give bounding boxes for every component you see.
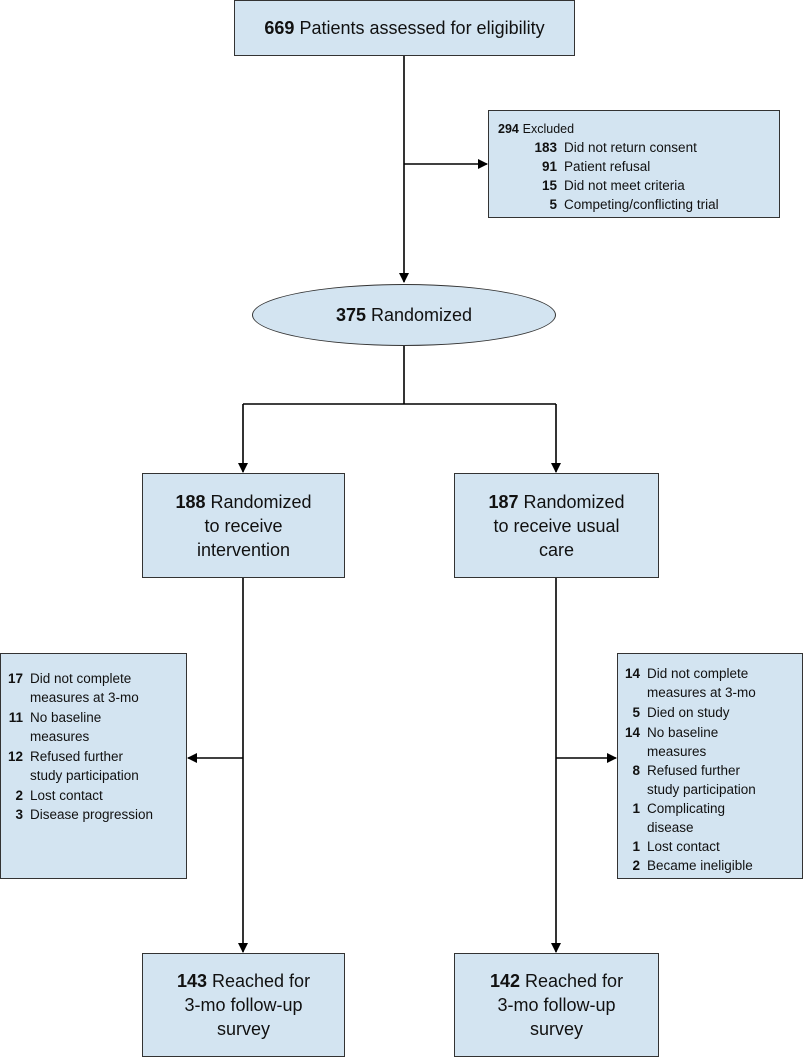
intervention-line2: to receive bbox=[204, 515, 283, 536]
intervention-losses-box: 17 Did not complete measures at 3-mo 11 … bbox=[0, 653, 187, 879]
loss-line1: Became ineligible bbox=[647, 858, 753, 873]
excluded-label: Excluded bbox=[522, 122, 575, 136]
loss-item: 12 Refused further study participation bbox=[1, 747, 186, 785]
loss-item: 1 Complicating disease bbox=[618, 799, 802, 837]
loss-count: 3 bbox=[15, 807, 23, 822]
usual-care-followup-count: 142 bbox=[489, 971, 520, 991]
loss-line1: Refused further bbox=[30, 749, 124, 764]
usual-care-line2: to receive usual bbox=[493, 515, 620, 536]
intervention-line1: Randomized bbox=[210, 491, 312, 512]
loss-count: 17 bbox=[7, 671, 23, 686]
intervention-followup-count: 143 bbox=[176, 971, 207, 991]
loss-item: 1 Lost contact bbox=[618, 837, 802, 856]
usual-care-followup-box: 142 Reached for 3-mo follow-up survey bbox=[454, 953, 659, 1057]
usual-care-losses-box: 14 Did not complete measures at 3-mo 5 D… bbox=[617, 653, 803, 879]
excluded-item-count: 91 bbox=[541, 159, 557, 174]
excluded-item: 5 Competing/conflicting trial bbox=[489, 195, 779, 214]
loss-line2: measures bbox=[30, 729, 90, 744]
loss-count: 5 bbox=[632, 705, 640, 720]
excluded-item-label: Competing/conflicting trial bbox=[564, 197, 719, 212]
assessed-count: 669 bbox=[264, 18, 295, 38]
loss-line2: measures at 3-mo bbox=[30, 690, 139, 705]
loss-line2: study participation bbox=[647, 782, 756, 797]
excluded-count: 294 bbox=[498, 122, 519, 136]
excluded-item-count: 5 bbox=[549, 197, 557, 212]
loss-line1: Died on study bbox=[647, 705, 730, 720]
loss-item: 8 Refused further study participation bbox=[618, 761, 802, 799]
usual-care-box: 187 Randomized to receive usual care bbox=[454, 473, 659, 578]
intervention-followup-line3: survey bbox=[216, 1019, 270, 1039]
loss-item: 2 Lost contact bbox=[1, 786, 186, 805]
usual-care-followup-line3: survey bbox=[529, 1019, 583, 1039]
loss-line2: measures bbox=[647, 744, 707, 759]
intervention-box: 188 Randomized to receive intervention bbox=[142, 473, 345, 578]
loss-count: 12 bbox=[7, 749, 23, 764]
loss-count: 14 bbox=[624, 666, 640, 681]
intervention-followup-line2: 3-mo follow-up bbox=[184, 995, 303, 1015]
loss-count: 1 bbox=[632, 801, 640, 816]
assessed-label: Patients assessed for eligibility bbox=[299, 18, 545, 38]
loss-count: 8 bbox=[632, 763, 640, 778]
loss-line1: Did not complete bbox=[30, 671, 132, 686]
randomized-count: 375 bbox=[335, 305, 366, 325]
usual-care-followup-line1: Reached for bbox=[525, 971, 624, 991]
excluded-item: 91 Patient refusal bbox=[489, 157, 779, 176]
loss-item: 2 Became ineligible bbox=[618, 856, 802, 875]
excluded-item-label: Did not return consent bbox=[564, 140, 697, 155]
loss-line1: Disease progression bbox=[30, 807, 154, 822]
loss-count: 1 bbox=[632, 839, 640, 854]
excluded-item-label: Did not meet criteria bbox=[564, 178, 685, 193]
excluded-item: 183 Did not return consent bbox=[489, 138, 779, 157]
intervention-followup-line1: Reached for bbox=[212, 971, 311, 991]
loss-item: 14 Did not complete measures at 3-mo bbox=[618, 664, 802, 702]
excluded-item: 15 Did not meet criteria bbox=[489, 176, 779, 195]
loss-line1: No baseline bbox=[30, 710, 102, 725]
excluded-item-count: 15 bbox=[541, 178, 557, 193]
assessed-box: 669 Patients assessed for eligibility bbox=[234, 0, 575, 56]
intervention-line3: intervention bbox=[196, 539, 291, 560]
loss-line1: Lost contact bbox=[30, 788, 103, 803]
loss-item: 3 Disease progression bbox=[1, 805, 186, 824]
excluded-header: 294 Excluded bbox=[498, 119, 574, 139]
randomized-label: Randomized bbox=[371, 305, 473, 325]
loss-line1: Complicating bbox=[647, 801, 726, 816]
excluded-box: 294 Excluded 183 Did not return consent … bbox=[488, 110, 780, 218]
loss-line1: No baseline bbox=[647, 725, 719, 740]
loss-count: 14 bbox=[624, 725, 640, 740]
loss-line2: study participation bbox=[30, 768, 139, 783]
loss-item: 17 Did not complete measures at 3-mo bbox=[1, 669, 186, 707]
loss-line1: Did not complete bbox=[647, 666, 749, 681]
loss-line1: Lost contact bbox=[647, 839, 720, 854]
loss-count: 11 bbox=[8, 710, 23, 725]
loss-line2: disease bbox=[647, 820, 694, 835]
loss-count: 2 bbox=[632, 858, 640, 873]
usual-care-count: 187 bbox=[488, 491, 519, 512]
usual-care-line3: care bbox=[538, 539, 574, 560]
excluded-item-label: Patient refusal bbox=[564, 159, 651, 174]
intervention-followup-box: 143 Reached for 3-mo follow-up survey bbox=[142, 953, 345, 1057]
usual-care-followup-line2: 3-mo follow-up bbox=[497, 995, 616, 1015]
excluded-item-count: 183 bbox=[534, 140, 557, 155]
randomized-ellipse: 375 Randomized bbox=[252, 284, 556, 346]
usual-care-line1: Randomized bbox=[523, 491, 625, 512]
loss-item: 5 Died on study bbox=[618, 703, 802, 722]
loss-line1: Refused further bbox=[647, 763, 741, 778]
loss-count: 2 bbox=[15, 788, 23, 803]
loss-item: 11 No baseline measures bbox=[1, 708, 186, 746]
loss-line2: measures at 3-mo bbox=[647, 685, 756, 700]
intervention-count: 188 bbox=[175, 491, 206, 512]
loss-item: 14 No baseline measures bbox=[618, 723, 802, 761]
